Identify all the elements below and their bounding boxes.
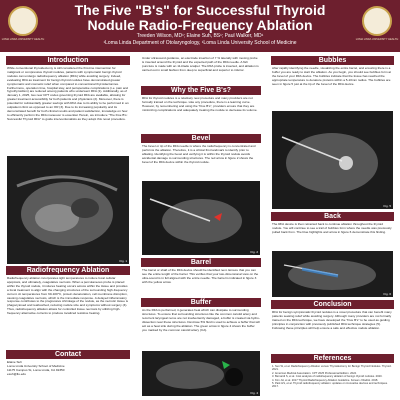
figure-5-label: Fig. 5 — [383, 204, 391, 208]
intro-continued-text: Under ultrasound guidance, an electrode … — [142, 57, 259, 72]
poster-title: The Five "B's" for Successful Thyroid No… — [74, 2, 326, 33]
figure-4-label: Fig. 4 — [250, 391, 258, 395]
figure-1-ultrasound: Fig. 1 — [7, 156, 129, 264]
logo-caption-left: LOMA LINDA UNIVERSITY HEALTH — [1, 38, 45, 41]
conclusion-text: RFA for benign symptomatic thyroid nodul… — [272, 311, 392, 330]
reference-item: 2. American Medical Association. CPT 202… — [272, 371, 357, 375]
barrel-text: The barrel or shaft of the RFA device sh… — [142, 269, 259, 284]
figure-6-ultrasound: Fig. 6 — [272, 251, 393, 297]
bubbles-text: After rapidly identifying the needle, vi… — [272, 67, 391, 86]
reference-item: 5. Park HS, et al. Thyroid radiofrequenc… — [272, 382, 388, 389]
contact-school: Loma Linda University School of Medicine — [7, 363, 65, 368]
rfa-heading: Radiofrequency Ablation — [6, 266, 130, 275]
contact-name: Elaine Suh — [7, 361, 22, 364]
contact-address: 11175 Campus St, Loma Linda, CA 92350 — [7, 367, 65, 372]
figure-6-label: Fig. 6 — [383, 292, 391, 296]
university-seal-left-icon — [8, 6, 38, 36]
contact-block: Elaine Suh Loma Linda University School … — [7, 361, 129, 391]
poster-header: LOMA LINDA UNIVERSITY HEALTH The Five "B… — [0, 0, 400, 52]
authors: Treeden Wilson, MD¹; Elaine Suh, BS¹; Pa… — [136, 33, 264, 39]
reference-item: 1. Sun W, et al. Radiofrequency Ablation… — [272, 365, 392, 372]
back-heading: Back — [271, 212, 394, 221]
buffer-text: As the RFA is performed, it generates he… — [142, 309, 260, 332]
back-text: The RFA device is then retracted back to… — [272, 223, 392, 234]
why-text: RFA for thyroid nodules is a relatively … — [142, 97, 258, 112]
figure-4-ultrasound: Fig. 4 — [142, 351, 260, 396]
bevel-text: The bevel or tip of the RFA needle is wh… — [142, 145, 256, 164]
references-list: 1. Sun W, et al. Radiofrequency Ablation… — [272, 365, 393, 398]
references-heading: References — [271, 354, 394, 363]
contact-heading: Contact — [6, 350, 130, 359]
university-seal-right-icon — [362, 6, 392, 36]
bevel-heading: Bevel — [141, 134, 261, 143]
reference-item: 4. Kim JH, et al. 2017 Thyroid Radiofreq… — [272, 378, 379, 382]
figure-5-ultrasound: Fig. 5 — [272, 111, 393, 209]
figure-1-label: Fig. 1 — [119, 259, 127, 263]
figure-2-label: Fig. 2 — [250, 250, 258, 254]
barrel-heading: Barrel — [141, 258, 261, 267]
buffer-heading: Buffer — [141, 298, 261, 307]
bubbles-heading: Bubbles — [271, 56, 394, 65]
reference-item: 3. Bernardi S, et al. Cost analysis of r… — [272, 375, 383, 379]
logo-caption-right: LOMA LINDA UNIVERSITY HEALTH — [355, 38, 399, 41]
contact-email[interactable]: esuh@llu.edu — [7, 371, 26, 376]
rfa-text: Radiofrequency ablation incorporates tig… — [7, 277, 129, 316]
why-heading: Why the Five B's? — [141, 86, 261, 95]
conclusion-heading: Conclusion — [271, 300, 394, 309]
affiliation: ¹Loma Linda Department of Otolaryngology… — [103, 40, 297, 46]
introduction-text: While conventional thyroidectomy is stil… — [7, 67, 129, 121]
introduction-heading: Introduction — [6, 56, 130, 65]
figure-2-ultrasound: Fig. 2 — [142, 181, 260, 255]
